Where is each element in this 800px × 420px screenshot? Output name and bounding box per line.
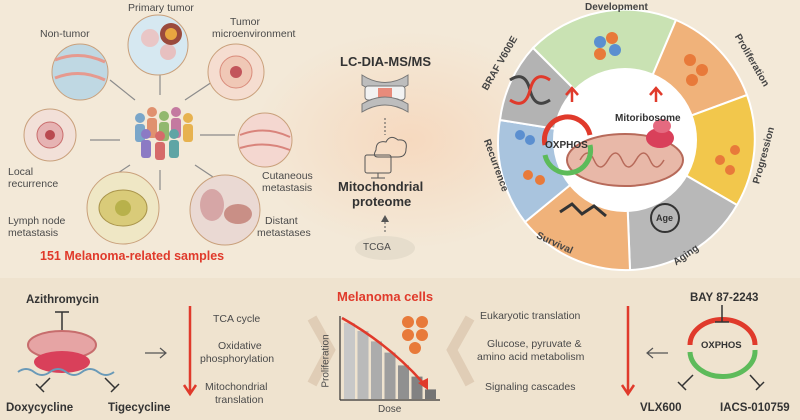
chart-bar: [398, 365, 409, 399]
trend-arrow: [341, 316, 426, 386]
label-cutaneous-1: Cutaneous: [262, 170, 313, 182]
non-tumor-circle: [51, 43, 109, 101]
seg-label-development: Development: [585, 2, 648, 13]
drug-vlx: VLX600: [640, 402, 682, 414]
chart-bar: [425, 389, 436, 399]
chevron-right-icon: [307, 315, 336, 387]
lymph-node-circle: [86, 171, 160, 245]
oxphos-drug-target: [677, 305, 765, 391]
chart-bar: [357, 331, 369, 399]
label-tumor-micro-2: microenvironment: [212, 28, 296, 40]
down-arrow-right: [620, 306, 636, 397]
samples-caption: 151 Melanoma-related samples: [40, 249, 225, 263]
tcga-label: TCGA: [363, 242, 391, 253]
local-recurrence-circle: [23, 108, 77, 162]
drug-tigecycline: Tigecycline: [108, 402, 171, 414]
primary-tumor-circle: [127, 14, 189, 76]
mito-title-2: proteome: [352, 194, 412, 209]
tcga-badge: [355, 236, 415, 260]
cutaneous-metastasis-circle: [237, 112, 293, 168]
drug-iacs: IACS-010759: [720, 402, 790, 414]
label-tumor-micro-1: Tumor: [230, 16, 260, 28]
patient-crowd: [135, 107, 193, 160]
cloud-icon: [373, 136, 407, 158]
wheel-mitoribosome: Mitoribosome: [615, 113, 681, 124]
bottom-oxphos: OXPHOS: [701, 340, 742, 351]
chart-y-label: Proliferation: [320, 334, 332, 388]
dose-response-chart: [339, 316, 440, 401]
chevron-left-icon: [446, 315, 475, 387]
right-arrow: [145, 347, 167, 359]
label-non-tumor: Non-tumor: [40, 28, 90, 40]
chart-x-label: Dose: [378, 404, 402, 415]
wheel-oxphos: OXPHOS: [545, 140, 588, 151]
tumor-microenvironment-circle: [207, 43, 265, 101]
ribosome-drug-target: [17, 311, 120, 393]
left-list-1: Oxidative: [218, 340, 262, 352]
label-cutaneous-2: metastasis: [262, 182, 313, 194]
chart-bar: [411, 376, 423, 399]
label-primary-tumor: Primary tumor: [128, 2, 194, 14]
outcome-wheel: [497, 8, 756, 272]
label-lymph-1: Lymph node: [8, 215, 66, 227]
age-icon-label: Age: [656, 213, 674, 223]
drug-bay: BAY 87-2243: [690, 292, 759, 304]
label-distant-1: Distant: [265, 215, 298, 227]
label-lymph-2: metastasis: [8, 227, 59, 239]
melanoma-cells-icon: [402, 316, 428, 354]
drug-azithromycin: Azithromycin: [26, 294, 99, 306]
left-list-0: TCA cycle: [213, 313, 261, 325]
distant-metastases-circle: [189, 174, 261, 246]
ms-instrument: [361, 74, 409, 113]
monitor-icon: [364, 154, 392, 174]
right-list-3: Signaling cascades: [485, 381, 576, 393]
chart-bar: [384, 352, 396, 399]
chart-bar: [371, 341, 382, 399]
left-list-2: phosphorylation: [200, 353, 275, 365]
left-list-4: translation: [215, 394, 264, 406]
chart-bar: [344, 323, 355, 399]
right-list-1: Glucose, pyruvate &: [487, 338, 582, 350]
label-distant-2: metastases: [257, 227, 311, 239]
label-local-rec-2: recurrence: [8, 178, 59, 190]
left-arrow: [646, 347, 668, 359]
label-local-rec-1: Local: [8, 166, 34, 178]
melanoma-cells-title: Melanoma cells: [337, 289, 434, 304]
right-list-0: Eukaryotic translation: [480, 310, 581, 322]
left-list-3: Mitochondrial: [205, 381, 268, 393]
method-title: LC-DIA-MS/MS: [340, 54, 431, 69]
mito-title-1: Mitochondrial: [338, 179, 424, 194]
drug-doxycycline: Doxycycline: [6, 402, 74, 414]
down-arrow-left: [182, 306, 198, 397]
right-list-2: amino acid metabolism: [477, 351, 585, 363]
